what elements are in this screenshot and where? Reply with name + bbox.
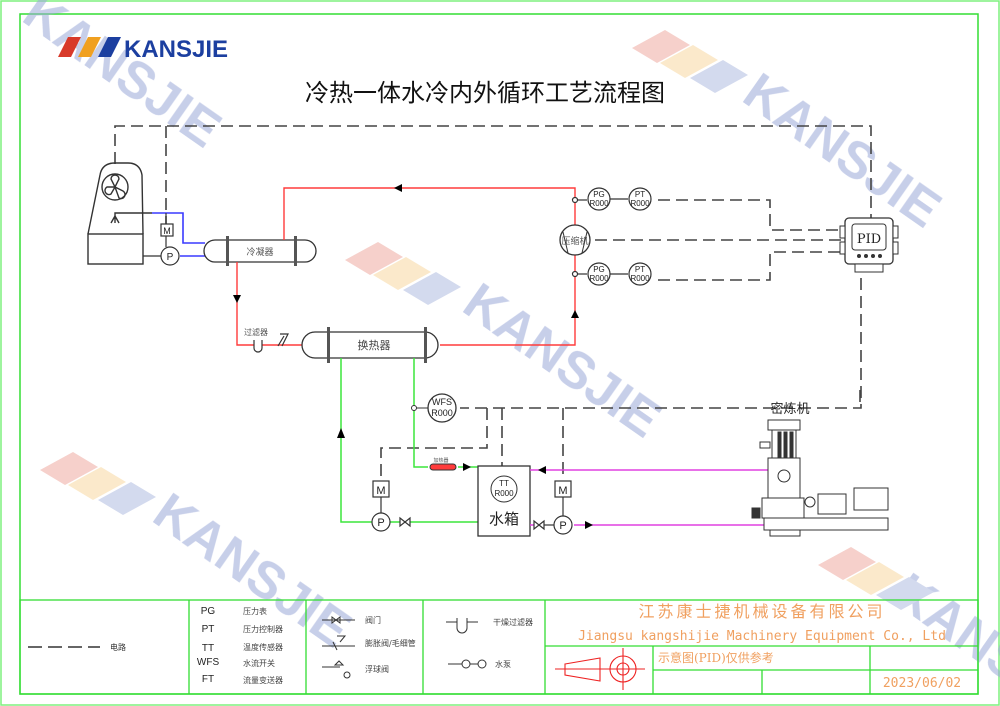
compressor: 压缩机 [559, 224, 591, 256]
company-name-cn: 江苏康士捷机械设备有限公司 [638, 602, 885, 621]
legend-desc: 水流开关 [243, 658, 275, 668]
logo-text: KANSJIE [124, 36, 228, 63]
legend-desc: 流量变送器 [243, 675, 283, 685]
cooling-water-lines [152, 212, 205, 257]
heater: 加热器 [429, 457, 457, 471]
inner-water-lines [340, 358, 478, 523]
legend-desc: 温度传感器 [243, 642, 283, 652]
tt-num: R000 [494, 489, 514, 498]
watermark-text: KANSJIE [453, 272, 671, 449]
heater-label: 加热器 [433, 457, 448, 464]
motor-label: M [558, 485, 567, 497]
pt-top-tag: PT [635, 190, 645, 199]
compressor-label: 压缩机 [561, 235, 588, 247]
reference-note: 示意图(PID)仅供参考 [658, 650, 774, 665]
internal-mixer: 密炼机 [751, 401, 889, 537]
pg-bottom-num: R000 [589, 274, 609, 283]
pump-label: P [167, 252, 174, 263]
legend-code: PG [201, 606, 216, 617]
kansjie-logo: KANSJIE [58, 36, 228, 63]
legend-valve-label: 浮球阀 [365, 664, 389, 674]
electrical-lines [114, 125, 872, 478]
pump-label: P [377, 517, 384, 529]
wfs-tag: WFS [432, 397, 452, 407]
mixer-label: 密炼机 [770, 401, 809, 417]
wfs-switch: WFS R000 [411, 393, 457, 423]
legend-code: PT [202, 624, 215, 635]
watermark-text: KANSJIE [13, 0, 231, 159]
pt-top-num: R000 [630, 199, 650, 208]
legend-code: FT [202, 674, 214, 685]
legend-code: WFS [197, 657, 220, 668]
pt-bottom-num: R000 [630, 274, 650, 283]
legend-desc: 压力表 [243, 606, 267, 616]
pt-gauge-bottom [628, 262, 652, 286]
pg-top-num: R000 [589, 199, 609, 208]
legend-circuit-label: 电路 [110, 642, 126, 652]
process-water-lines [530, 469, 768, 526]
cooling-tower [87, 162, 152, 265]
legend-frame [19, 599, 979, 695]
dry-filter: 过滤器 [244, 327, 268, 353]
tt-tag: TT [499, 479, 509, 488]
pg-top-tag: PG [593, 190, 605, 199]
company-name-en: Jiangsu kangshijie Machinery Equipment C… [578, 629, 946, 644]
pid-controller: PID [839, 217, 899, 273]
water-tank-label: 水箱 [489, 510, 519, 528]
filter-label: 过滤器 [244, 327, 268, 337]
water-tank: TT R000 水箱 [477, 465, 531, 537]
outer-pump [533, 480, 573, 535]
pid-label: PID [857, 232, 881, 247]
drawing-date: 2023/06/02 [883, 676, 961, 691]
heat-exchanger-label: 换热器 [358, 338, 391, 352]
wfs-num: R000 [431, 408, 453, 418]
fan-icon [101, 173, 129, 201]
pump-label: P [559, 520, 566, 532]
valve-icon [533, 519, 545, 531]
inner-pump [371, 480, 411, 532]
condenser-label: 冷凝器 [246, 246, 273, 258]
expansion-valve-icon [277, 333, 289, 347]
pg-bottom-tag: PG [593, 265, 605, 274]
pt-bottom-tag: PT [635, 265, 645, 274]
motor-label: M [163, 226, 171, 236]
watermark-text: KANSJIE [733, 62, 951, 239]
heat-exchanger: 换热器 [301, 327, 439, 363]
motor-icon [160, 223, 174, 237]
motor-label: M [376, 485, 385, 497]
legend-valve-label: 膨胀阀/毛细管 [365, 638, 416, 648]
legend-part-label: 干燥过滤器 [493, 617, 533, 627]
valve-icon [399, 516, 411, 528]
pt-gauge-top [628, 187, 652, 211]
legend-part-label: 水泵 [495, 659, 511, 669]
projection-symbol-icon [555, 648, 645, 690]
watermark-stripes [40, 30, 934, 610]
condenser: 冷凝器 [203, 236, 317, 266]
legend-valve-label: 阀门 [365, 615, 381, 625]
page-title: 冷热一体水冷内外循环工艺流程图 [305, 79, 665, 107]
legend-desc: 压力控制器 [243, 624, 283, 634]
legend-code: TT [202, 643, 214, 654]
refrigerant-lines [236, 187, 576, 346]
